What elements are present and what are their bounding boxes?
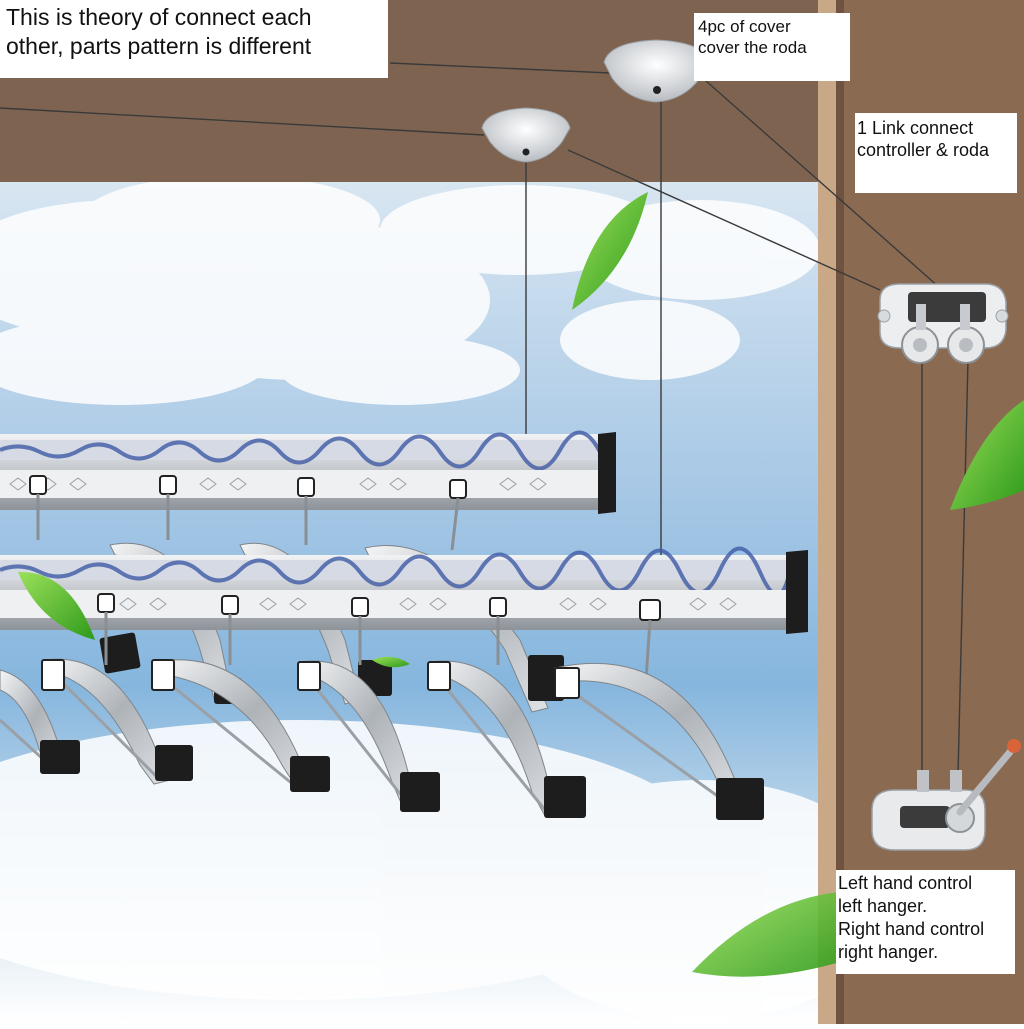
hand-crank-controller <box>871 739 1021 851</box>
leaf-icon <box>18 571 95 640</box>
callout-main-line-1: This is theory of connect each <box>6 4 312 30</box>
leaf-icon <box>692 892 840 977</box>
ceiling-cover-rear <box>481 107 571 163</box>
callout-control-line-3: Right hand control <box>838 919 985 939</box>
callout-main-theory: This is theory of connect each other, pa… <box>0 0 388 78</box>
callout-link-line-1: 1 Link connect <box>857 118 974 138</box>
callout-control-line-2: left hanger. <box>838 896 928 916</box>
pillar-edge <box>818 0 836 1024</box>
leaf-icon <box>372 656 410 668</box>
callout-main-line-2: other, parts pattern is different <box>6 33 312 59</box>
clouds <box>0 175 900 1020</box>
pulley-link-box <box>877 283 1009 364</box>
leaf-icon <box>572 192 648 310</box>
callout-control-line-4: right hanger. <box>838 942 939 962</box>
callout-cover: 4pc of cover cover the roda <box>694 13 850 81</box>
front-rail <box>0 546 808 634</box>
front-hanger-arms <box>0 658 764 820</box>
decorative-leaves <box>18 192 1024 977</box>
callout-control-line-1: Left hand control <box>838 873 973 893</box>
callout-link-line-2: controller & roda <box>857 140 990 160</box>
callout-hand-control: Left hand control left hanger. Right han… <box>836 870 1015 974</box>
leaf-icon <box>950 400 1024 510</box>
rear-rail <box>0 430 616 514</box>
callout-cover-line-2: cover the roda <box>698 38 807 57</box>
rear-hook-wires <box>36 494 460 551</box>
cables <box>0 62 969 776</box>
callout-cover-line-1: 4pc of cover <box>698 17 791 36</box>
front-hook-wires <box>104 612 652 681</box>
callout-link: 1 Link connect controller & roda <box>855 113 1017 193</box>
